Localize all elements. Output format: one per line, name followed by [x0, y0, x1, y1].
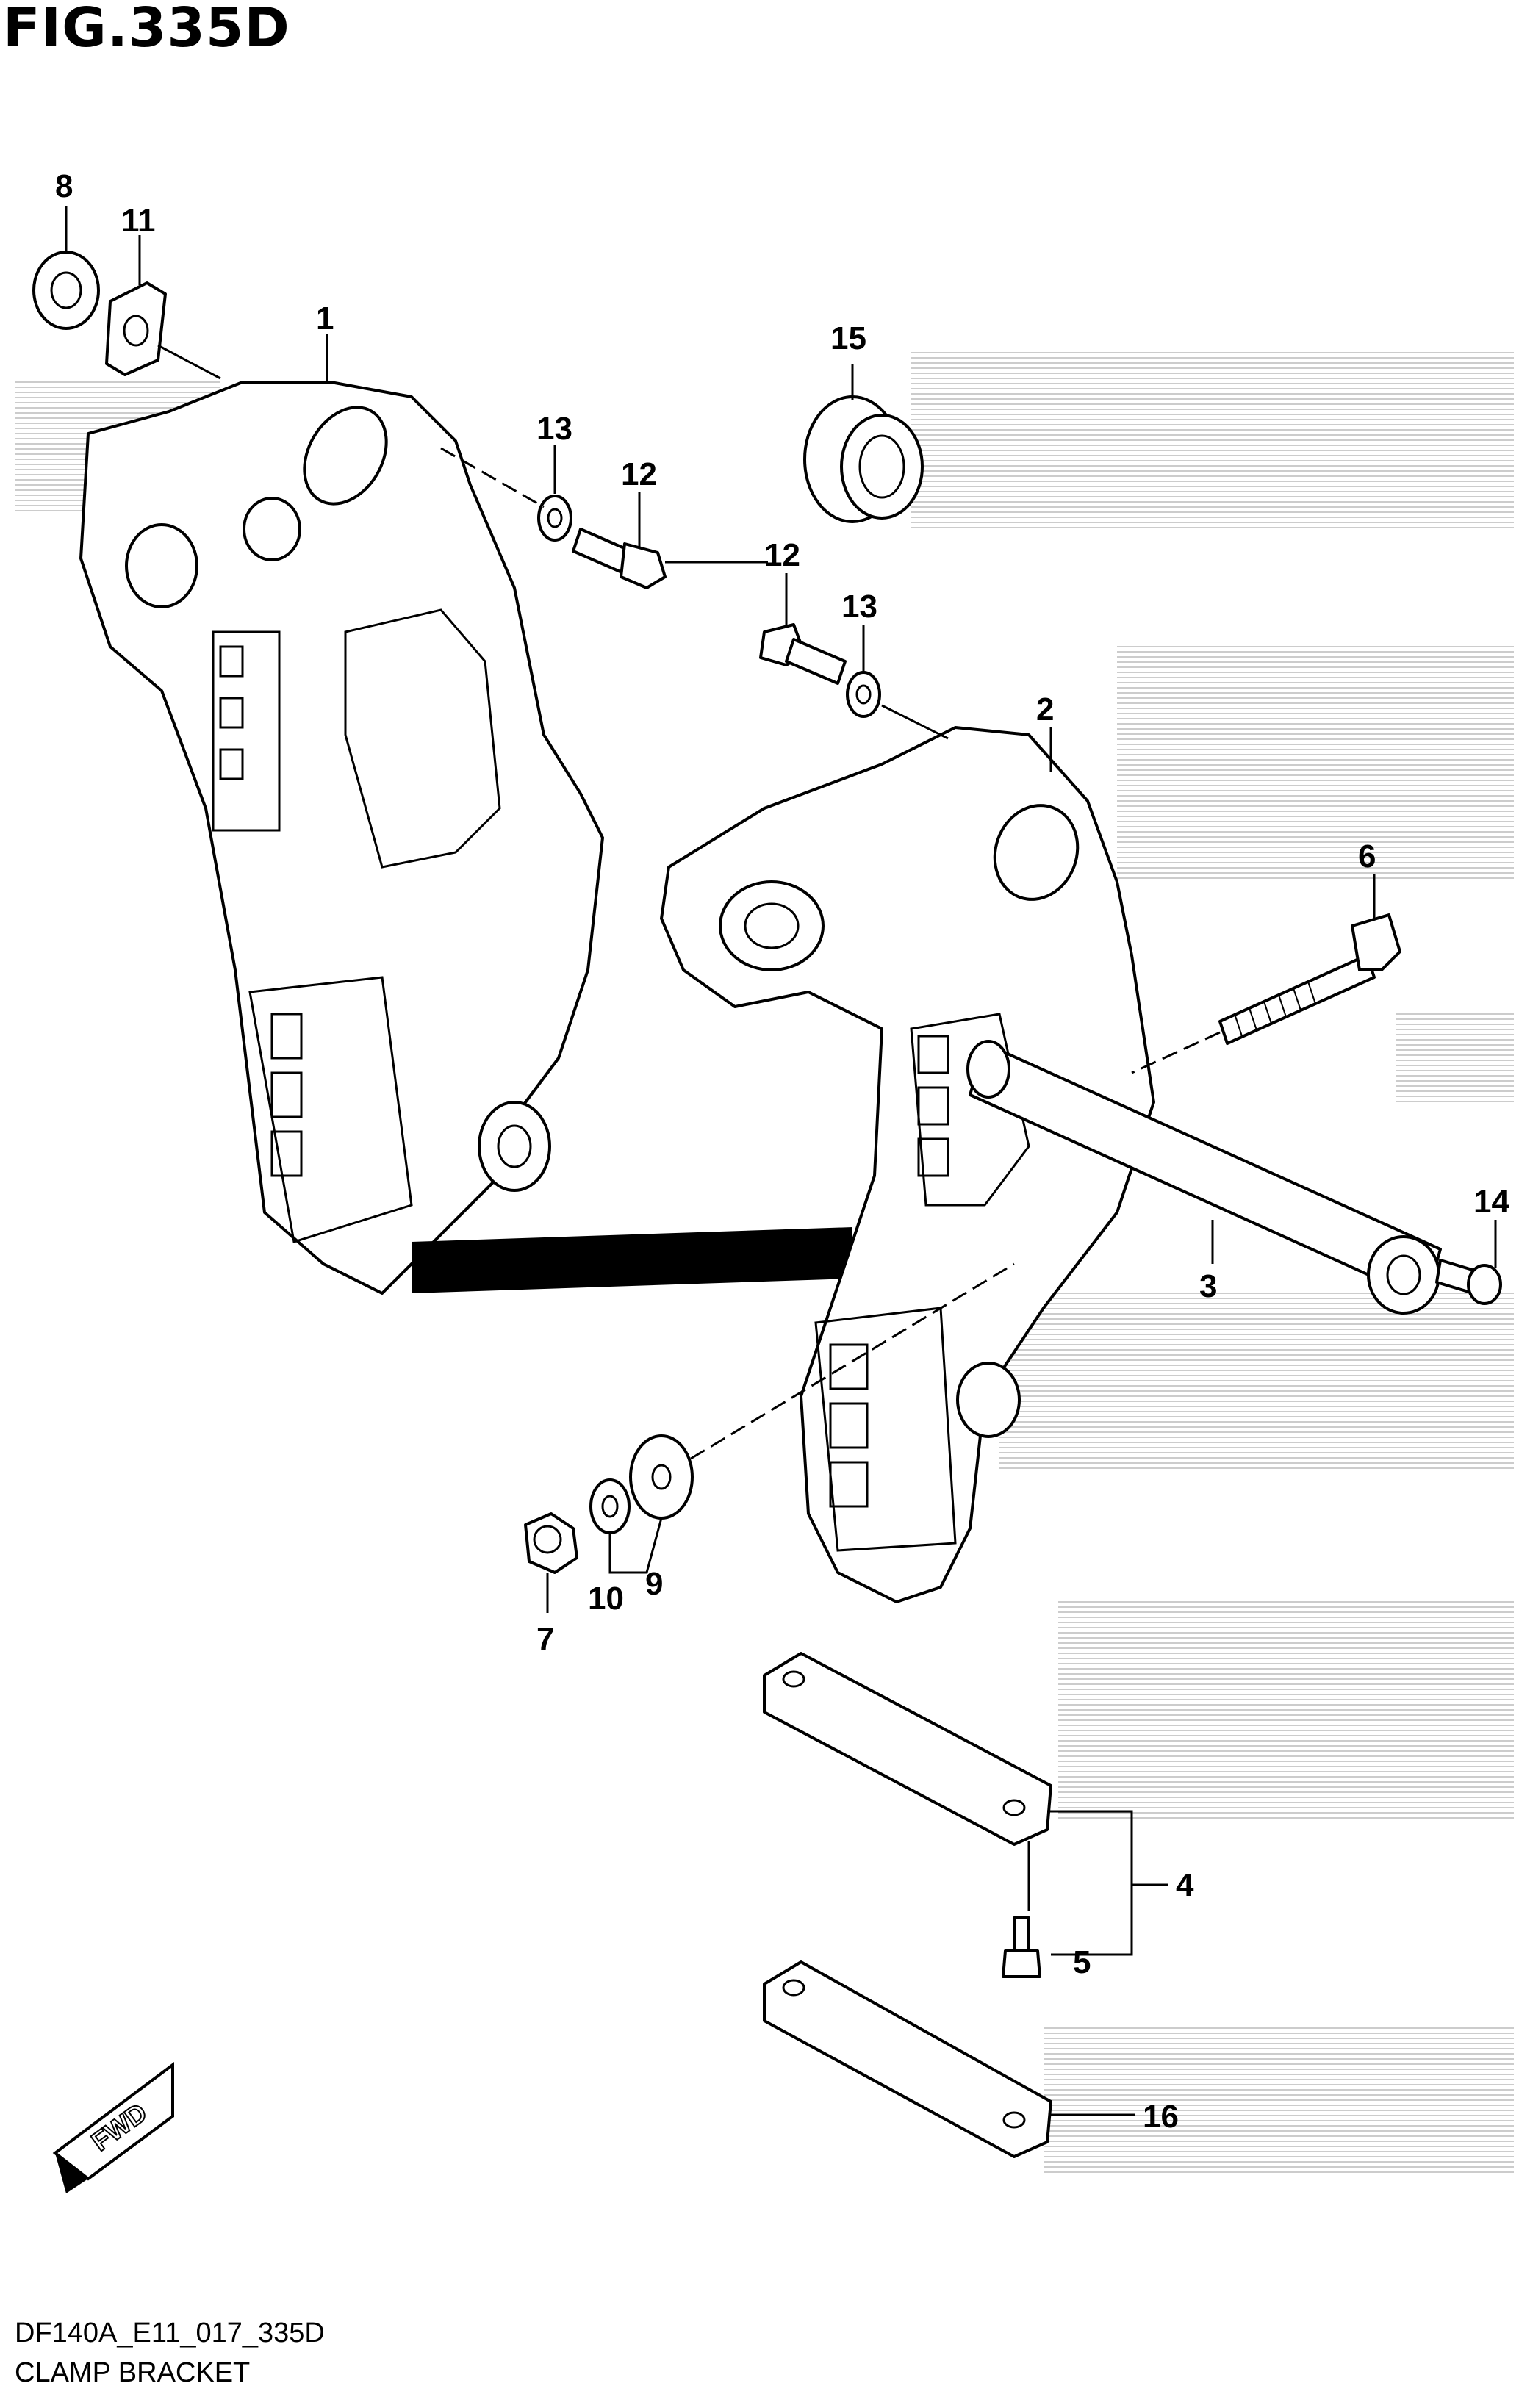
part-5-bolt [1002, 1916, 1041, 1978]
callout-labels: 8 11 1 15 13 12 12 13 2 6 14 3 7 10 9 4 … [55, 168, 1509, 2135]
background-hatching [15, 352, 1514, 2173]
part-14-screw [1435, 1259, 1502, 1305]
callout-5: 5 [1073, 1944, 1091, 1980]
callout-12b: 12 [764, 537, 800, 573]
callout-10: 10 [588, 1581, 624, 1617]
callout-2: 2 [1036, 691, 1054, 727]
part-13-washer-upper [537, 495, 572, 542]
part-6-tilt-bolt [1131, 913, 1401, 1074]
part-12-bolt-lower [759, 623, 847, 685]
part-8-nut [32, 251, 100, 330]
callout-4: 4 [1176, 1867, 1194, 1903]
part-7-nut [524, 1512, 578, 1574]
callout-8: 8 [55, 168, 73, 204]
part-4-plate [763, 1652, 1052, 1846]
part-9-washer [629, 1434, 694, 1520]
figure-title: FIG.335D [3, 0, 290, 60]
callout-12a: 12 [621, 456, 657, 492]
part-10-washer [589, 1478, 631, 1534]
callout-9: 9 [645, 1566, 663, 1602]
callout-13a: 13 [536, 411, 572, 447]
part-12-bolt-upper [572, 528, 667, 589]
part-11-plate [105, 281, 221, 380]
callout-13b: 13 [841, 589, 877, 625]
callout-11: 11 [121, 203, 156, 239]
fwd-direction-arrow: FWD [52, 2062, 174, 2193]
callout-15: 15 [830, 320, 866, 356]
callout-6: 6 [1358, 838, 1376, 874]
callout-3: 3 [1199, 1268, 1217, 1304]
callout-1: 1 [316, 301, 334, 337]
callout-16: 16 [1143, 2099, 1179, 2135]
callout-14: 14 [1473, 1184, 1509, 1220]
callout-7: 7 [536, 1621, 554, 1657]
part-15-bushing [803, 395, 924, 523]
figure-code: DF140A_E11_017_335D [15, 2318, 325, 2348]
part-3-tilt-tube [966, 1040, 1442, 1315]
part-1-clamp-bracket-left [79, 381, 852, 1295]
part-2-clamp-bracket-right [660, 726, 1155, 1603]
leader-lines [65, 206, 1497, 1613]
part-13-washer-lower [846, 671, 881, 718]
figure-name: CLAMP BRACKET [15, 2357, 251, 2388]
part-16-plate [763, 1960, 1052, 2158]
